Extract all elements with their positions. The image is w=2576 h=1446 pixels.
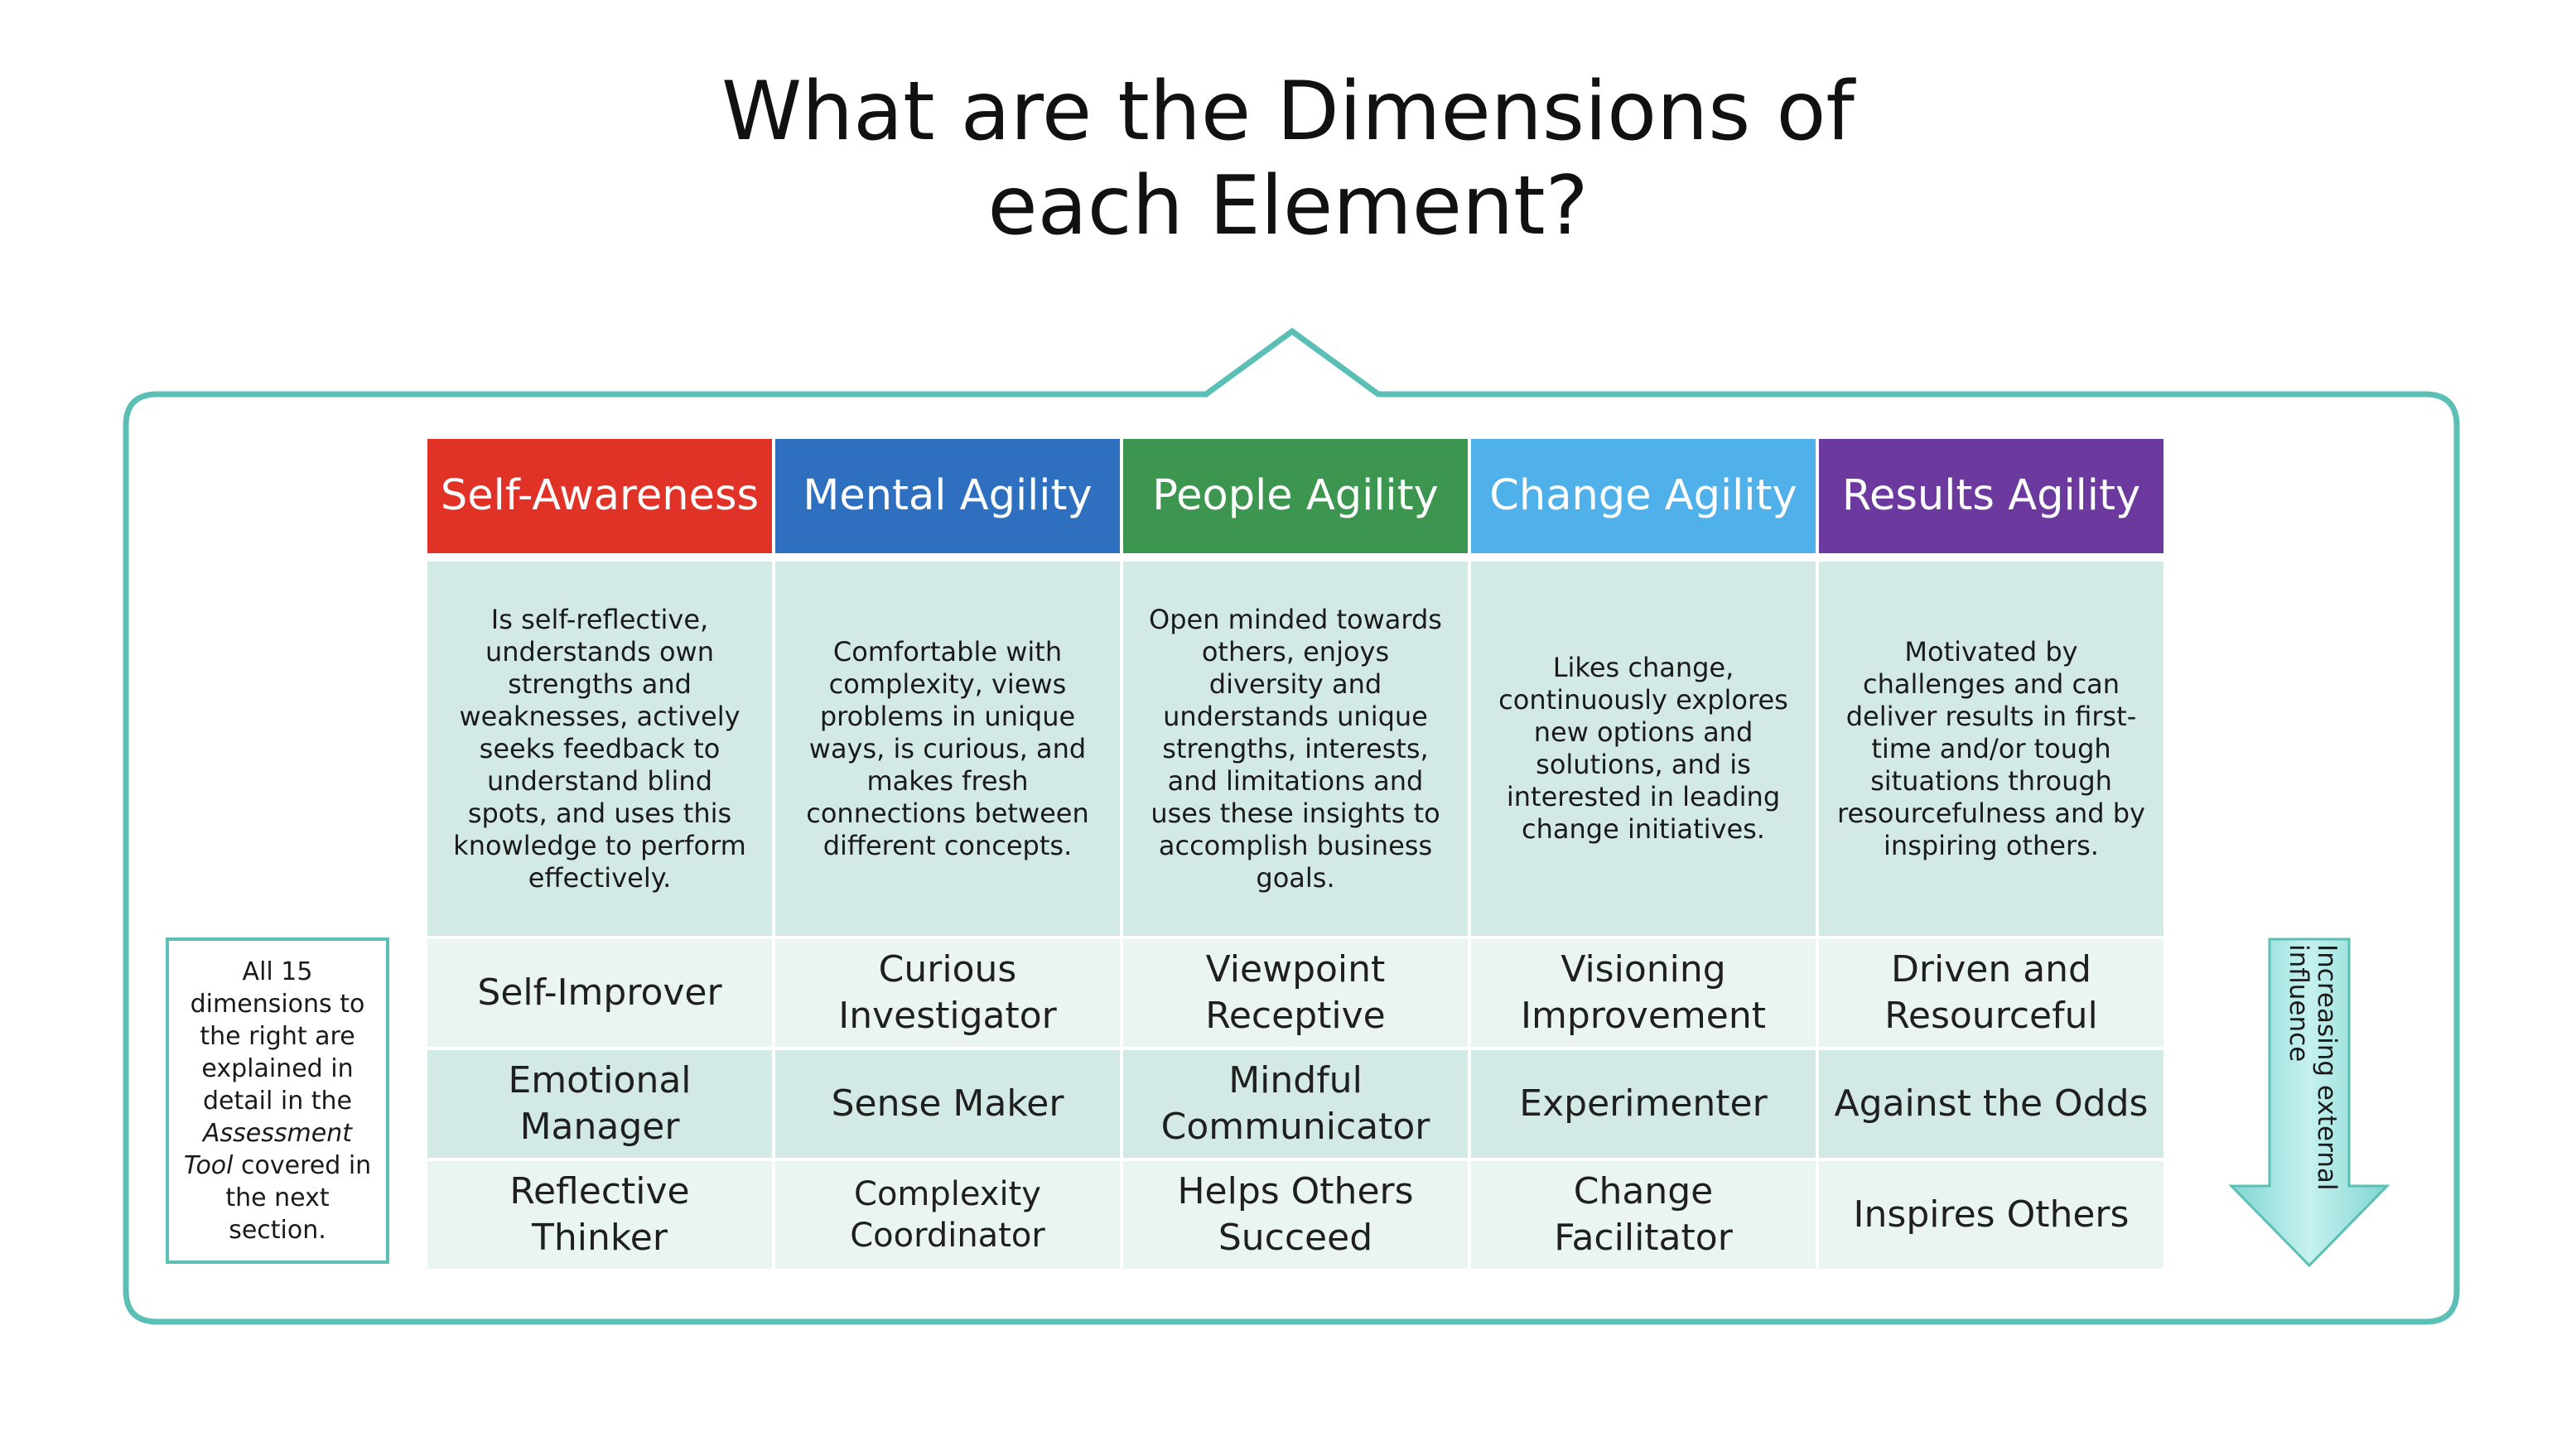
dimension-cell: Self-Improver: [427, 939, 772, 1047]
title-line-2: each Element?: [987, 159, 1589, 253]
description-people-agility: Open minded towards others, enjoys diver…: [1123, 562, 1468, 936]
arrow-label: Increasing external influence: [2284, 944, 2342, 1191]
note-emphasis: Assessment Tool: [183, 1118, 352, 1180]
dimension-cell: Inspires Others: [1819, 1161, 2164, 1269]
dimension-cell: Change Facilitator: [1471, 1161, 1816, 1269]
dimension-cell: Reflective Thinker: [427, 1161, 772, 1269]
dimension-cell: Visioning Improvement: [1471, 939, 1816, 1047]
header-self-awareness: Self-Awareness: [427, 439, 772, 553]
dimension-cell: Helps Others Succeed: [1123, 1161, 1468, 1269]
header-results-agility: Results Agility: [1819, 439, 2164, 553]
dimension-cell: Curious Investigator: [775, 939, 1120, 1047]
note-text-before: All 15 dimensions to the right are expla…: [190, 957, 365, 1116]
dimension-cell: Sense Maker: [775, 1050, 1120, 1158]
dimension-cell: Driven and Resourceful: [1819, 939, 2164, 1047]
assessment-tool-note: All 15 dimensions to the right are expla…: [166, 937, 389, 1264]
header-change-agility: Change Agility: [1471, 439, 1816, 553]
note-text-after: covered in the next section.: [225, 1150, 372, 1245]
elements-table: Self-Awareness Mental Agility People Agi…: [427, 439, 2164, 1269]
dimension-cell: Viewpoint Receptive: [1123, 939, 1468, 1047]
title-line-1: What are the Dimensions of: [721, 65, 1855, 159]
dimension-cell: Experimenter: [1471, 1050, 1816, 1158]
dimension-cell: Emotional Manager: [427, 1050, 772, 1158]
dimension-cell: Mindful Communicator: [1123, 1050, 1468, 1158]
description-results-agility: Motivated by challenges and can deliver …: [1819, 562, 2164, 936]
dimension-cell: Against the Odds: [1819, 1050, 2164, 1158]
description-self-awareness: Is self-reflective, understands own stre…: [427, 562, 772, 936]
note-text: All 15 dimensions to the right are expla…: [181, 956, 374, 1246]
description-mental-agility: Comfortable with complexity, views probl…: [775, 562, 1120, 936]
dimension-cell: Complexity Coordinator: [775, 1161, 1120, 1269]
header-mental-agility: Mental Agility: [775, 439, 1120, 553]
down-arrow-icon: [2228, 937, 2390, 1267]
header-people-agility: People Agility: [1123, 439, 1468, 553]
frame-outline: [123, 327, 2460, 1325]
description-change-agility: Likes change, continuously explores new …: [1471, 562, 1816, 936]
page-title: What are the Dimensions of each Element?: [0, 65, 2576, 253]
